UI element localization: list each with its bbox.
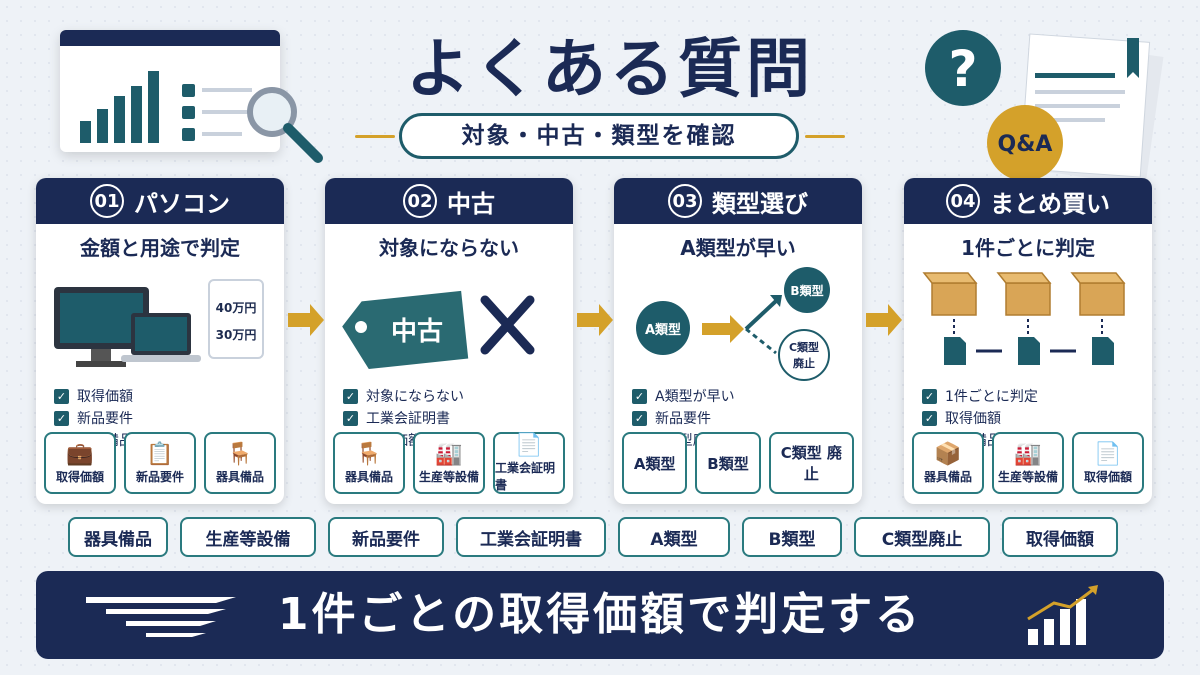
- bottom-banner: 1件ごとの取得価額で判定する: [36, 571, 1164, 659]
- node-b: B類型: [784, 267, 830, 313]
- document-icon: 📄: [1094, 441, 1122, 467]
- keyword-chip: C類型廃止: [854, 517, 990, 557]
- tile-row: A類型 B類型 C類型 廃止: [622, 432, 854, 494]
- check-item: ✓新品要件: [632, 407, 862, 429]
- node-a: A類型: [636, 301, 690, 355]
- card-type: 03 類型選び A類型が早い A類型 B類型 C類型 廃止 ✓A類型が早い ✓新…: [614, 178, 862, 504]
- check-icon: ✓: [54, 388, 69, 404]
- subtitle: 対象・中古・類型を確認: [399, 113, 799, 159]
- keyword-chip: B類型: [742, 517, 842, 557]
- arrow-right-icon: [288, 304, 324, 336]
- card-title: 中古: [447, 189, 495, 218]
- tile: B類型: [695, 432, 761, 494]
- banner-text: 1件ごとの取得価額で判定する: [277, 589, 923, 640]
- factory-icon: 🏭: [1014, 441, 1042, 467]
- check-item: ✓対象にならない: [343, 385, 573, 407]
- check-icon: ✓: [632, 410, 647, 426]
- tile: 🏭生産等設備: [413, 432, 485, 494]
- keyword-chip: 新品要件: [328, 517, 444, 557]
- card-number: 03: [668, 184, 702, 218]
- tile: 💼取得価額: [44, 432, 116, 494]
- check-item: ✓取得価額: [54, 385, 284, 407]
- tile: 📋新品要件: [124, 432, 196, 494]
- card-subtitle: 金額と用途で判定: [80, 236, 240, 260]
- chair-icon: 🪑: [355, 441, 383, 467]
- bar-chart-icon: [80, 71, 252, 143]
- briefcase-icon: 💼: [66, 441, 94, 467]
- type-flow-illustration: A類型 B類型 C類型 廃止: [614, 265, 862, 383]
- tile: 🪑器具備品: [204, 432, 276, 494]
- boxes-illustration: [904, 265, 1152, 383]
- card-header: 01 パソコン: [36, 178, 284, 224]
- checklist-icon: 📋: [146, 441, 174, 467]
- growth-chart-icon: [1027, 585, 1098, 645]
- arrow-right-icon: [577, 304, 613, 336]
- card-pc: 01 パソコン 金額と用途で判定 40万円 30万円 ✓取得価額 ✓新品要件 ✓…: [36, 178, 284, 504]
- card-number: 04: [946, 184, 980, 218]
- card-subtitle: A類型が早い: [680, 236, 796, 260]
- keyword-chip: A類型: [618, 517, 730, 557]
- price-old: 30万円: [215, 328, 257, 342]
- qa-badge: Q&A: [998, 132, 1053, 157]
- check-item: ✓A類型が早い: [632, 385, 862, 407]
- check-icon: ✓: [632, 388, 647, 404]
- tile: A類型: [622, 432, 688, 494]
- card-subtitle: 1件ごとに判定: [961, 236, 1095, 260]
- tile: 📄取得価額: [1072, 432, 1144, 494]
- arrow-right-icon: [866, 304, 902, 336]
- qa-illustration: ? Q&A: [925, 30, 1164, 186]
- svg-text:?: ?: [948, 40, 977, 98]
- dashboard-illustration: [60, 30, 280, 152]
- card-number: 02: [403, 184, 437, 218]
- check-item: ✓工業会証明書: [343, 407, 573, 429]
- tile: 🪑器具備品: [333, 432, 405, 494]
- tile-row: 🪑器具備品 🏭生産等設備 📄工業会証明書: [333, 432, 565, 494]
- tile-row: 📦器具備品 🏭生産等設備 📄取得価額: [912, 432, 1144, 494]
- card-number: 01: [90, 184, 124, 218]
- factory-icon: 🏭: [435, 441, 463, 467]
- card-title: パソコン: [134, 189, 230, 218]
- check-icon: ✓: [343, 410, 358, 426]
- chair-icon: 🪑: [226, 441, 254, 467]
- card-header: 02 中古: [325, 178, 573, 224]
- card-title: まとめ買い: [990, 189, 1110, 218]
- check-item: ✓新品要件: [54, 407, 284, 429]
- page-title: よくある質問: [406, 33, 814, 107]
- check-icon: ✓: [922, 410, 937, 426]
- magnifier-icon: [247, 87, 323, 163]
- node-c: C類型 廃止: [778, 329, 830, 381]
- price-new: 40万円: [215, 301, 257, 315]
- check-icon: ✓: [922, 388, 937, 404]
- card-used: 02 中古 対象にならない 中古 ✓対象にならない ✓工業会証明書 ✓取得価額 …: [325, 178, 573, 504]
- computer-illustration: 40万円 30万円: [36, 265, 284, 383]
- check-icon: ✓: [54, 410, 69, 426]
- card-title: 類型選び: [712, 189, 808, 218]
- subtitle-wrap: 対象・中古・類型を確認: [355, 113, 845, 159]
- used-tag-label: 中古: [390, 317, 443, 347]
- tile: 📦器具備品: [912, 432, 984, 494]
- tile: C類型 廃止: [768, 432, 854, 494]
- keyword-chip: 器具備品: [68, 517, 168, 557]
- keyword-chips: 器具備品 生産等設備 新品要件 工業会証明書 A類型 B類型 C類型廃止 取得価…: [68, 517, 1148, 557]
- price-tag: 40万円 30万円: [208, 279, 264, 359]
- check-item: ✓1件ごとに判定: [922, 385, 1152, 407]
- document-icon: 📄: [515, 433, 543, 458]
- card-header: 03 類型選び: [614, 178, 862, 224]
- card-subtitle: 対象にならない: [379, 236, 519, 260]
- keyword-chip: 生産等設備: [180, 517, 316, 557]
- tile: 🏭生産等設備: [992, 432, 1064, 494]
- card-bulk: 04 まとめ買い 1件ごとに判定: [904, 178, 1152, 504]
- speed-lines-icon: [86, 597, 236, 637]
- check-item: ✓取得価額: [922, 407, 1152, 429]
- used-tag-illustration: 中古: [325, 265, 573, 383]
- tile: 📄工業会証明書: [493, 432, 565, 494]
- box-icon: 📦: [934, 441, 962, 467]
- check-icon: ✓: [343, 388, 358, 404]
- card-header: 04 まとめ買い: [904, 178, 1152, 224]
- tile-row: 💼取得価額 📋新品要件 🪑器具備品: [44, 432, 276, 494]
- keyword-chip: 工業会証明書: [456, 517, 606, 557]
- keyword-chip: 取得価額: [1002, 517, 1118, 557]
